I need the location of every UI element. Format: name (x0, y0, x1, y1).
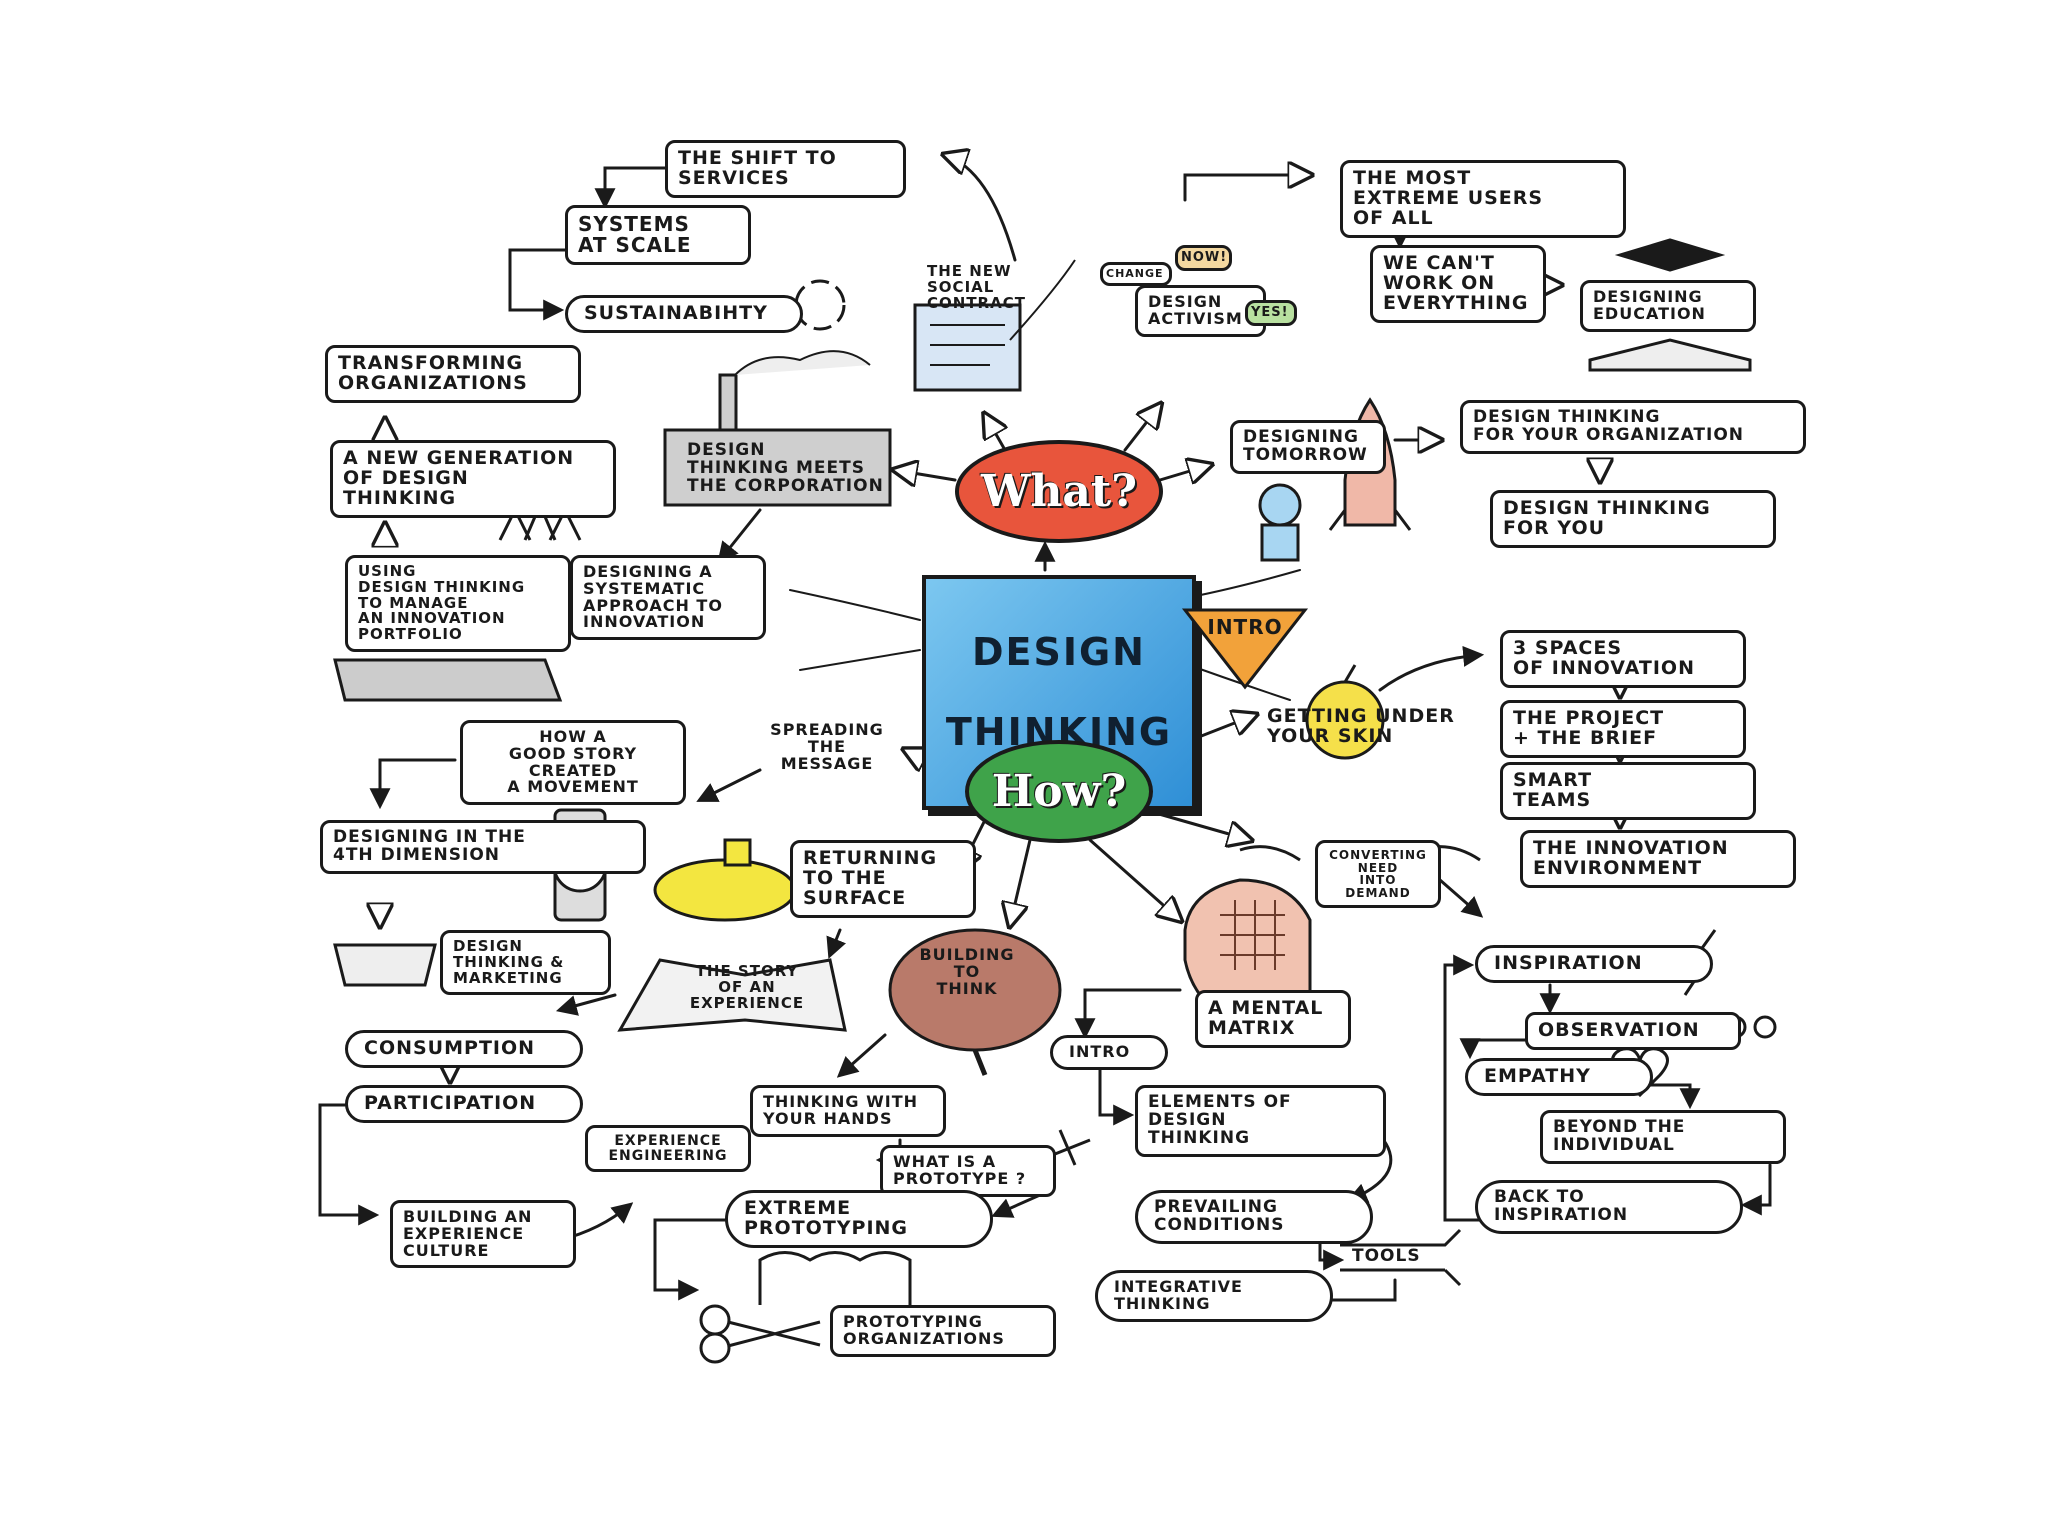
node-observation[interactable]: OBSERVATION (1525, 1012, 1741, 1050)
arrow-what-activism (1123, 405, 1160, 452)
arrow-surface-story (826, 928, 846, 959)
node-three-spaces[interactable]: 3 SPACES OF INNOVATION (1500, 630, 1746, 688)
node-converting-need[interactable]: CONVERTING NEED INTO DEMAND (1315, 840, 1441, 909)
node-designing-education[interactable]: DESIGNING EDUCATION (1580, 280, 1756, 332)
node-dt-meets-corp[interactable]: DESIGN THINKING MEETS THE CORPORATION (687, 440, 884, 496)
wrench-icon (1340, 1228, 1462, 1287)
book-icon (617, 958, 847, 1032)
scissors-icon (699, 1304, 821, 1364)
node-cant-work-everything[interactable]: WE CAN'T WORK ON EVERYTHING (1370, 245, 1546, 323)
node-dt-marketing[interactable]: DESIGN THINKING & MARKETING (440, 930, 611, 996)
arrow-back-inspiration (1443, 954, 1482, 1222)
node-experience-engineering[interactable]: EXPERIENCE ENGINEERING (585, 1125, 751, 1173)
node-participation[interactable]: PARTICIPATION (345, 1085, 583, 1123)
intro-triangle-icon (1181, 608, 1309, 690)
node-project-brief[interactable]: THE PROJECT + THE BRIEF (1500, 700, 1746, 758)
arrow-convert-inspiration (1438, 878, 1484, 918)
node-systems-scale[interactable]: SYSTEMS AT SCALE (565, 205, 751, 265)
node-dt-for-you[interactable]: DESIGN THINKING FOR YOU (1490, 490, 1776, 548)
arrow-participation-culture (318, 1103, 380, 1226)
node-design-activism[interactable]: DESIGN ACTIVISM (1135, 285, 1266, 337)
node-back-inspiration[interactable]: BACK TO INSPIRATION (1475, 1180, 1743, 1234)
node-tools[interactable]: TOOLS (1352, 1246, 1421, 1266)
node-thinking-hands[interactable]: THINKING WITH YOUR HANDS (750, 1085, 946, 1137)
swoosh-left (789, 589, 921, 621)
arrow-contract-shift (945, 155, 1017, 262)
arrow-intro-elements (1098, 1068, 1135, 1126)
node-story-experience[interactable]: THE STORY OF AN EXPERIENCE (689, 962, 805, 1012)
node-beyond-individual[interactable]: BEYOND THE INDIVIDUAL (1540, 1110, 1786, 1164)
node-consumption[interactable]: CONSUMPTION (345, 1030, 583, 1068)
arrow-skin-spaces (1378, 645, 1485, 692)
node-spreading-message[interactable]: SPREADING THE MESSAGE (770, 720, 884, 773)
quill-document-icon (913, 259, 1076, 392)
node-getting-under-skin[interactable]: GETTING UNDER YOUR SKIN (1267, 705, 1455, 747)
submarine-icon (653, 838, 797, 922)
node-experience-culture[interactable]: BUILDING AN EXPERIENCE CULTURE (390, 1200, 576, 1269)
graduation-cap-icon (1588, 238, 1752, 372)
node-sustainability[interactable]: SUSTAINABIHTY (565, 295, 803, 333)
node-fourth-dimension[interactable]: DESIGNING IN THE 4TH DIMENSION (320, 820, 646, 874)
node-intro-small[interactable]: INTRO (1050, 1035, 1168, 1070)
arrow-activism-extreme (1183, 175, 1310, 202)
node-dt-for-org[interactable]: DESIGN THINKING FOR YOUR ORGANIZATION (1460, 400, 1806, 454)
swoosh-left-2 (799, 649, 921, 671)
node-transforming-orgs[interactable]: TRANSFORMING ORGANIZATIONS (325, 345, 581, 403)
node-elements-dt[interactable]: ELEMENTS OF DESIGN THINKING (1135, 1085, 1386, 1157)
arrow-how-matrix (1088, 838, 1180, 920)
factory-icon (663, 350, 892, 507)
arrow-how-convert (1143, 808, 1250, 840)
node-prevailing[interactable]: PREVAILING CONDITIONS (1135, 1190, 1373, 1244)
node-building-to-think[interactable]: BUILDING TO THINK (919, 945, 1015, 998)
node-mental-matrix[interactable]: A MENTAL MATRIX (1195, 990, 1351, 1048)
hub-what[interactable]: What? (955, 440, 1163, 543)
node-new-social-contract[interactable]: THE NEW SOCIAL CONTRACT (927, 262, 1026, 312)
node-new-generation[interactable]: A NEW GENERATION OF DESIGN THINKING (330, 440, 616, 518)
sign-now: NOW! (1175, 245, 1232, 271)
astronaut-icon (1258, 483, 1302, 562)
node-prototyping-orgs[interactable]: PROTOTYPING ORGANIZATIONS (830, 1305, 1056, 1357)
arrow-beyond-back (1740, 1163, 1772, 1216)
node-managing-portfolio[interactable]: USING DESIGN THINKING TO MANAGE AN INNOV… (345, 555, 571, 652)
node-designing-tomorrow[interactable]: DESIGNING TOMORROW (1230, 420, 1386, 474)
arrow-storyexp-consumption (555, 993, 617, 1016)
brain-icon (888, 928, 1062, 1076)
arrow-build-hands (836, 1033, 887, 1078)
arrow-prototype-extreme (991, 1193, 1042, 1218)
paper-dolls-icon (758, 1251, 912, 1305)
center-title-line1: DESIGN (971, 629, 1146, 674)
node-smart-teams[interactable]: SMART TEAMS (1500, 762, 1756, 820)
hub-intro-label: INTRO (1207, 615, 1283, 639)
arrow-what-contract (985, 415, 1005, 452)
portfolio-book-icon (333, 658, 563, 702)
node-what-prototype[interactable]: WHAT IS A PROTOTYPE ? (880, 1145, 1056, 1197)
arrow-systems-sustain (508, 248, 577, 321)
arrow-matrix-intro (1074, 988, 1182, 1040)
apple-icon (1305, 664, 1385, 760)
node-integrative[interactable]: INTEGRATIVE THINKING (1095, 1270, 1333, 1322)
arrow-how-build (1010, 838, 1032, 925)
node-good-story[interactable]: HOW A GOOD STORY CREATED A MOVEMENT (460, 720, 686, 806)
sign-change: CHANGE (1100, 262, 1172, 286)
arrow-extreme-orgs (653, 1218, 727, 1301)
hub-how[interactable]: How? (965, 740, 1153, 843)
basket-icon (333, 943, 437, 987)
node-inspiration[interactable]: INSPIRATION (1475, 945, 1713, 983)
hub-intro[interactable]: INTRO (1180, 605, 1310, 690)
node-returning-surface[interactable]: RETURNING TO THE SURFACE (790, 840, 976, 918)
arrow-shift-systems (594, 166, 667, 210)
node-extreme-prototyping[interactable]: EXTREME PROTOTYPING (725, 1190, 993, 1248)
arrow-story-fourth (369, 758, 457, 810)
node-most-extreme-users[interactable]: THE MOST EXTREME USERS OF ALL (1340, 160, 1626, 238)
arrow-spread-story (696, 768, 762, 802)
recycle-icon (794, 279, 846, 331)
node-empathy[interactable]: EMPATHY (1465, 1058, 1653, 1096)
node-systematic-approach[interactable]: DESIGNING A SYSTEMATIC APPROACH TO INNOV… (570, 555, 766, 641)
arrow-what-corp (895, 470, 957, 480)
node-innovation-env[interactable]: THE INNOVATION ENVIRONMENT (1520, 830, 1796, 888)
arrow-what-tomorrow (1158, 465, 1210, 480)
arrow-corp-systematic (717, 508, 762, 564)
node-shift-services[interactable]: THE SHIFT TO SERVICES (665, 140, 906, 198)
sign-yes: YES! (1245, 300, 1297, 326)
